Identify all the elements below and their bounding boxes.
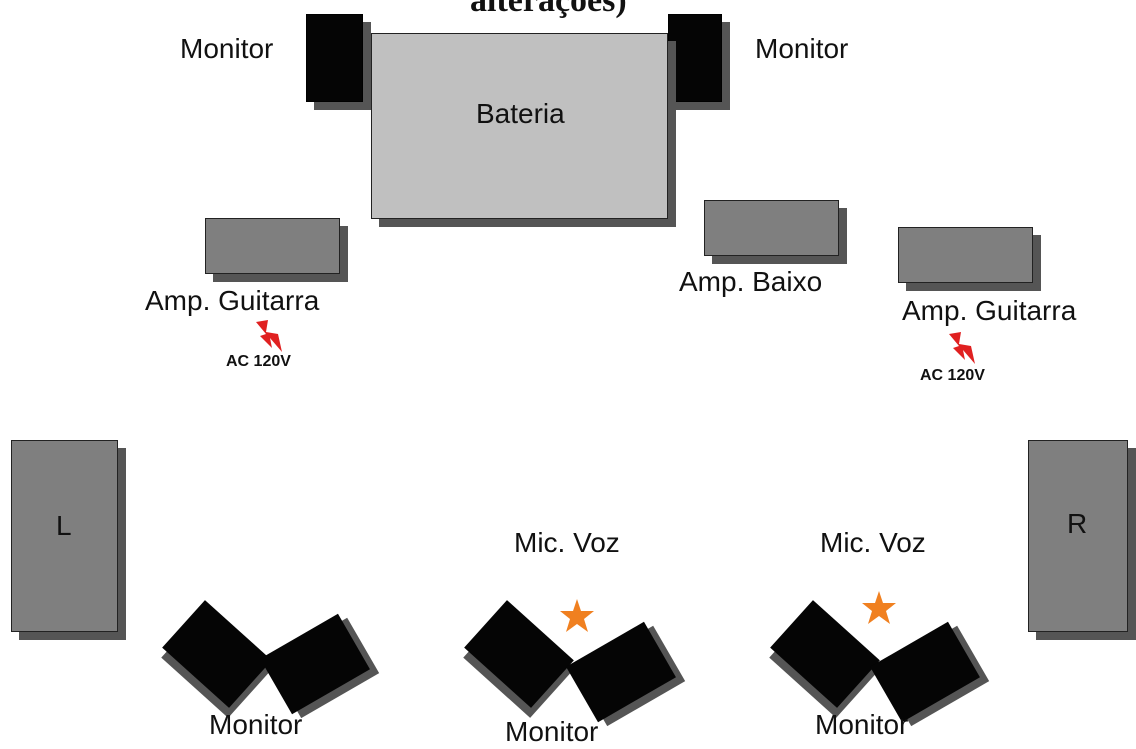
monitor-top-left-label: Monitor: [180, 33, 274, 64]
mic-voice-right-label: Mic. Voz: [820, 527, 926, 558]
drum-kit-label: Bateria: [476, 98, 565, 129]
wedge-monitor-center-b: [566, 621, 686, 727]
power-left-label: AC 120V: [226, 353, 291, 370]
lightning-bolt-icon: [949, 332, 975, 364]
guitar-amp-left-label: Amp. Guitarra: [145, 285, 320, 316]
bass-amp: [704, 200, 847, 264]
monitor-bottom-right-label: Monitor: [815, 709, 909, 740]
monitor-bottom-left-label: Monitor: [209, 709, 303, 740]
monitor-top-right: [668, 14, 730, 110]
guitar-amp-right: [898, 227, 1041, 291]
wedge-monitor-left-b: [260, 613, 380, 719]
pa-speaker-left: [11, 440, 126, 640]
monitor-top-left: [306, 14, 371, 110]
monitor-top-right-label: Monitor: [755, 33, 849, 64]
mic-voice-center-label: Mic. Voz: [514, 527, 620, 558]
lightning-bolt-icon: [256, 320, 282, 352]
page-title: alterações): [470, 0, 627, 19]
bass-amp-label: Amp. Baixo: [679, 266, 823, 297]
drum-kit: [371, 33, 676, 227]
pa-speaker-right: [1028, 440, 1136, 640]
power-right-label: AC 120V: [920, 367, 985, 384]
pa-speaker-left-label: L: [56, 510, 72, 541]
star-icon: [560, 599, 594, 632]
wedge-monitor-right-b: [870, 621, 990, 727]
star-icon: [862, 591, 896, 624]
wedge-monitor-left-a: [161, 600, 272, 718]
guitar-amp-left: [205, 218, 348, 282]
monitor-bottom-center-label: Monitor: [505, 716, 599, 747]
pa-speaker-right-label: R: [1067, 508, 1088, 539]
guitar-amp-right-label: Amp. Guitarra: [902, 295, 1077, 326]
